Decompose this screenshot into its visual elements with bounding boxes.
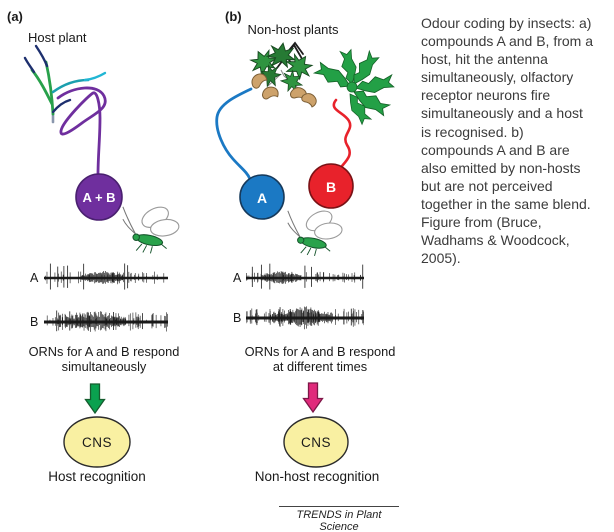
leafy-plant-drawing bbox=[313, 48, 395, 126]
orn-text-a: ORNs for A and B respond simultaneously bbox=[15, 344, 193, 375]
caption-line: also emitted by non-hosts bbox=[421, 159, 581, 176]
cns-label-b: CNS bbox=[300, 435, 331, 450]
odour-plume-blend bbox=[56, 86, 107, 177]
spike-trace-a-compound-a bbox=[44, 263, 168, 290]
orn-text-a-line2: simultaneously bbox=[61, 358, 147, 374]
compound-a-circle bbox=[239, 174, 285, 220]
trace-a-label-a: A bbox=[30, 271, 39, 285]
trace-a-label-b: A bbox=[233, 271, 242, 285]
figure-caption: Odour coding by insects: a) compounds A a… bbox=[421, 14, 614, 267]
caption-line: is recognised. b) bbox=[421, 123, 524, 140]
panel-a-label: (a) bbox=[7, 9, 23, 24]
caption-line: 2005). bbox=[421, 250, 461, 267]
trace-b-label-a: B bbox=[30, 315, 39, 329]
spike-trace-a-compound-b bbox=[44, 310, 168, 332]
compound-b-circle-label: B bbox=[325, 179, 337, 195]
blend-circle bbox=[75, 173, 123, 221]
panel-b-label: (b) bbox=[225, 9, 242, 24]
odour-plume-a bbox=[215, 87, 253, 181]
host-plant-label: Host plant bbox=[28, 30, 87, 45]
cns-ellipse-a bbox=[63, 416, 131, 468]
maple-plant-drawing bbox=[246, 40, 320, 109]
orn-text-b: ORNs for A and B respond at different ti… bbox=[230, 344, 410, 375]
spike-trace-b-compound-b bbox=[246, 306, 364, 330]
compound-a-circle-label: A bbox=[256, 190, 268, 206]
blend-circle-label: A + B bbox=[82, 190, 116, 205]
orn-text-b-line2: at different times bbox=[272, 358, 368, 374]
caption-line: Wadhams & Woodcock, bbox=[421, 232, 570, 249]
caption-line: host, hit the antenna bbox=[421, 51, 548, 68]
spike-trace-b-compound-a bbox=[246, 263, 364, 290]
caption-line: compounds A and B, from a bbox=[421, 33, 593, 50]
compound-b-circle bbox=[308, 163, 354, 209]
caption-line: but are not perceived bbox=[421, 177, 553, 194]
nonhost-recognition-label: Non-host recognition bbox=[254, 469, 380, 484]
caption-line: compounds A and B are bbox=[421, 141, 570, 158]
cns-ellipse-b bbox=[283, 416, 349, 468]
caption-line: Figure from (Bruce, bbox=[421, 214, 542, 231]
orn-text-b-line1: ORNs for A and B respond bbox=[244, 344, 396, 359]
host-plant-drawing bbox=[23, 44, 107, 124]
caption-line: simultaneously and a host bbox=[421, 105, 583, 122]
caption-line: Odour coding by insects: a) bbox=[421, 15, 592, 31]
host-arrow bbox=[84, 383, 106, 415]
odour-plume-b bbox=[332, 98, 352, 168]
nonhost-plants-label: Non-host plants bbox=[247, 22, 339, 37]
insect-b-drawing bbox=[287, 206, 344, 257]
orn-text-a-line1: ORNs for A and B respond bbox=[28, 344, 180, 359]
caption-line: receptor neurons fire bbox=[421, 87, 551, 104]
host-recognition-label: Host recognition bbox=[48, 469, 146, 484]
caption-line: simultaneously, olfactory bbox=[421, 69, 574, 86]
insect-a-drawing bbox=[122, 202, 181, 254]
caption-line: together in the same blend. bbox=[421, 195, 591, 212]
cns-label-a: CNS bbox=[81, 435, 112, 450]
nonhost-arrow bbox=[302, 382, 324, 414]
journal-credit: TRENDS in Plant Science bbox=[279, 506, 399, 532]
trace-b-label-b: B bbox=[233, 311, 242, 325]
